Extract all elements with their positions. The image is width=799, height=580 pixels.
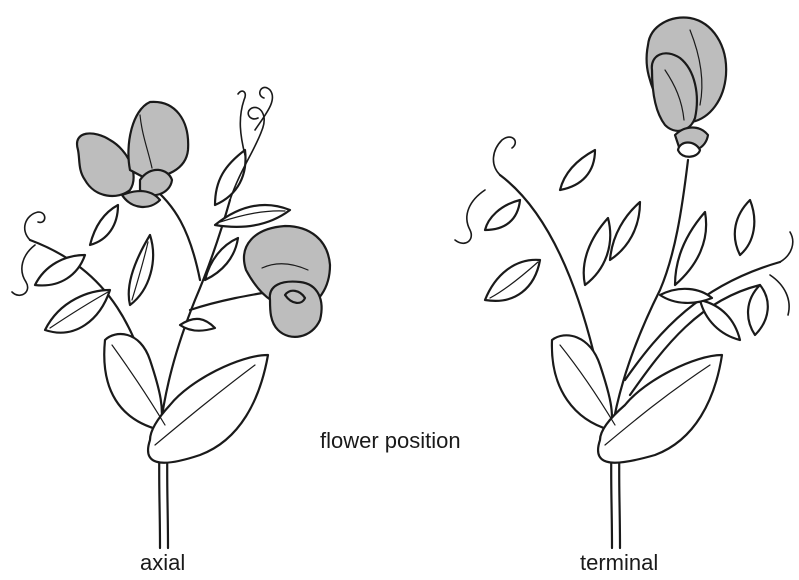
axial-stipule-right xyxy=(148,355,268,463)
axial-leaflet xyxy=(215,150,246,205)
terminal-tendril xyxy=(770,275,789,315)
terminal-tendril xyxy=(455,190,485,243)
axial-plant xyxy=(12,87,330,548)
axial-flower-lower xyxy=(244,226,330,337)
terminal-stem xyxy=(611,160,688,548)
terminal-leaflet xyxy=(735,200,755,255)
axial-stipule-left xyxy=(104,334,162,430)
terminal-leaflet xyxy=(485,260,540,301)
terminal-stipule-left xyxy=(552,335,612,430)
terminal-tendril xyxy=(780,232,793,262)
axial-label: axial xyxy=(140,552,185,574)
axial-tendril xyxy=(230,107,264,200)
terminal-leaflet xyxy=(584,218,611,285)
terminal-label: terminal xyxy=(580,552,658,574)
terminal-leaflet xyxy=(560,150,595,190)
terminal-leaflet xyxy=(610,202,640,260)
terminal-plant xyxy=(455,17,793,548)
axial-leaflet xyxy=(215,205,290,227)
terminal-flower xyxy=(647,17,726,156)
terminal-tendril xyxy=(493,137,515,175)
axial-tendril xyxy=(238,91,245,155)
axial-flower-upper xyxy=(77,102,188,207)
axial-leaflet xyxy=(35,255,85,285)
diagram-title: flower position xyxy=(320,430,461,452)
terminal-leaflet xyxy=(700,300,740,340)
axial-leaflet xyxy=(180,319,215,331)
terminal-leaflet xyxy=(485,200,520,230)
axial-tendril xyxy=(12,245,35,295)
axial-tendril xyxy=(25,212,45,240)
terminal-leaflet xyxy=(748,285,768,335)
axial-leaflet xyxy=(90,205,118,245)
terminal-leaflet xyxy=(660,289,712,303)
